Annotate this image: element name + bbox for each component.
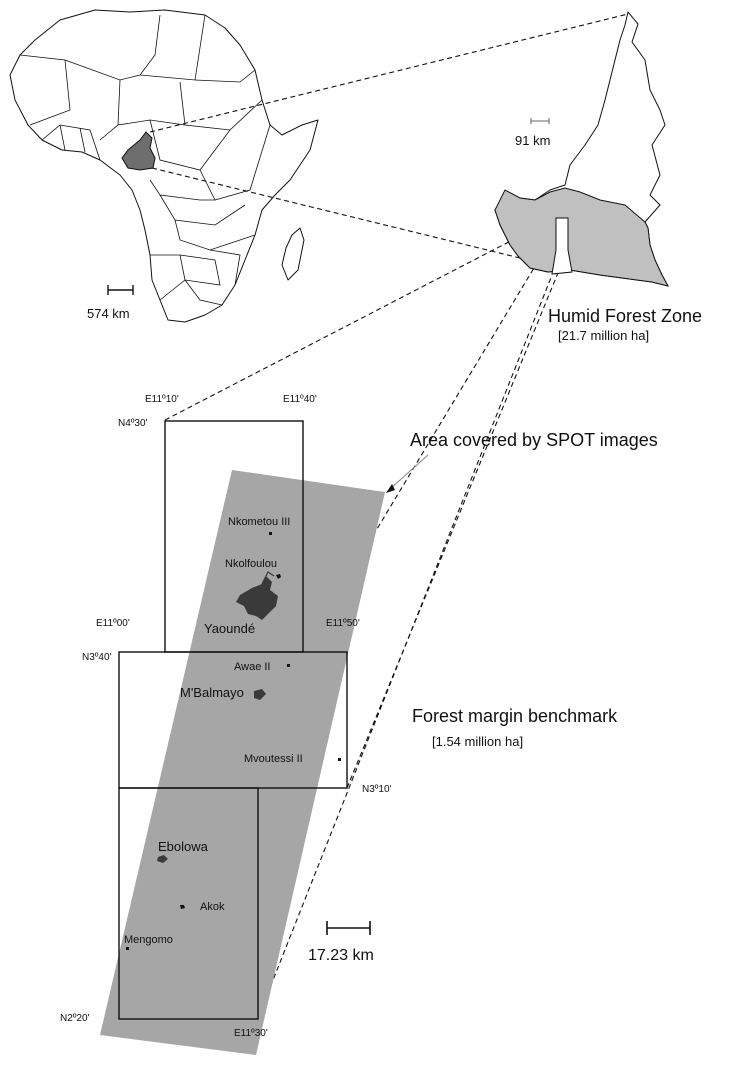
place-ebolowa: Ebolowa bbox=[158, 839, 209, 854]
humid-forest-area: [21.7 million ha] bbox=[558, 328, 649, 343]
coord-e1110: E11º10' bbox=[145, 394, 179, 405]
place-nkolfoulou: Nkolfoulou bbox=[225, 558, 277, 570]
connector-lines bbox=[149, 13, 629, 1019]
africa-scale-bar bbox=[107, 285, 134, 295]
humid-forest-title: Humid Forest Zone bbox=[548, 306, 702, 326]
africa-map: 574 km bbox=[9, 9, 319, 323]
south-frame bbox=[118, 787, 259, 1020]
place-nkometou: Nkometou III bbox=[228, 516, 290, 528]
marker-mvoutessi bbox=[338, 758, 341, 761]
place-yaounde: Yaoundé bbox=[204, 621, 255, 636]
marker-nkolfoulou bbox=[276, 574, 281, 579]
marker-mbalmayo bbox=[254, 689, 266, 700]
coord-e1150: E11º50' bbox=[326, 618, 360, 629]
africa-borders bbox=[19, 14, 271, 306]
cameroon-highlight bbox=[121, 131, 156, 171]
cameroon-scale-bar bbox=[530, 118, 550, 124]
place-mbalmayo: M'Balmayo bbox=[180, 685, 244, 700]
madagascar bbox=[281, 227, 305, 281]
africa-outline bbox=[9, 9, 319, 323]
spot-swath bbox=[100, 470, 385, 1055]
benchmark-title: Forest margin benchmark bbox=[412, 706, 618, 726]
detail-scale-bar bbox=[326, 921, 371, 935]
marker-nkometou bbox=[269, 532, 272, 535]
coord-n310: N3º10' bbox=[362, 784, 392, 795]
coord-e1140: E11º40' bbox=[283, 394, 317, 405]
cameroon-scale-label: 91 km bbox=[515, 133, 550, 148]
place-awae: Awae II bbox=[234, 661, 271, 673]
place-mengomo: Mengomo bbox=[124, 934, 173, 946]
coord-e1100: E11º00' bbox=[96, 618, 130, 629]
marker-akok bbox=[180, 905, 185, 909]
place-mvoutessi: Mvoutessi II bbox=[244, 753, 303, 765]
spot-arrow bbox=[386, 454, 429, 493]
benchmark-cutout bbox=[551, 217, 573, 275]
benchmark-area: [1.54 million ha] bbox=[432, 734, 523, 749]
africa-scale-label: 574 km bbox=[87, 306, 130, 321]
spot-label: Area covered by SPOT images bbox=[410, 430, 658, 450]
detail-map: Area covered by SPOT images E11º10' E11º… bbox=[60, 394, 658, 1055]
cameroon-map: 91 km bbox=[494, 11, 669, 287]
coord-e1130: E11º30' bbox=[234, 1028, 268, 1039]
coord-n220: N2º20' bbox=[60, 1013, 90, 1024]
detail-scale-label: 17.23 km bbox=[308, 947, 374, 964]
marker-ebolowa bbox=[157, 855, 168, 863]
place-akok: Akok bbox=[200, 901, 225, 913]
marker-mengomo bbox=[126, 947, 129, 950]
humid-forest-zone bbox=[494, 187, 669, 287]
yaounde-urban-area bbox=[236, 576, 278, 620]
marker-awae bbox=[287, 664, 290, 667]
coord-n340: N3º40' bbox=[82, 652, 112, 663]
coord-n430: N4º30' bbox=[118, 418, 148, 429]
